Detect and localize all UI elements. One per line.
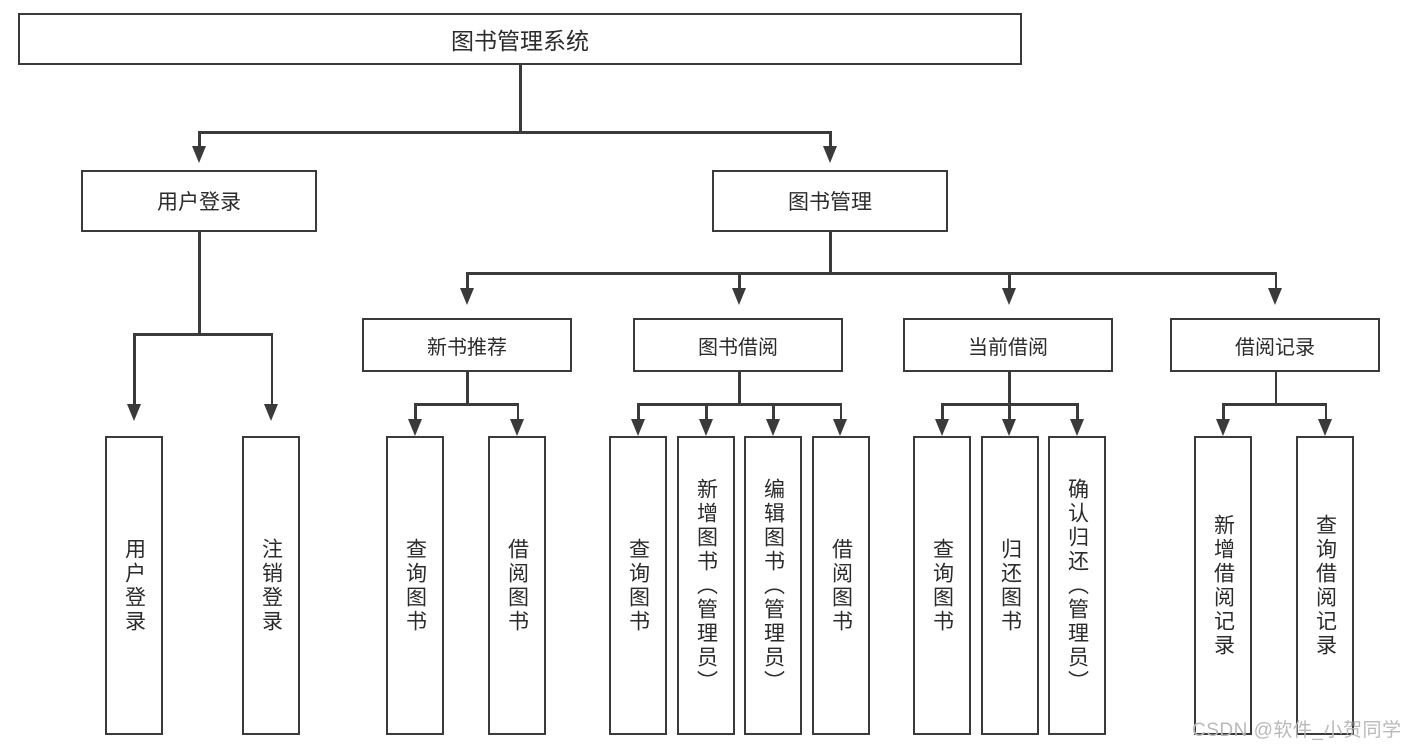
arrowhead-to-borrow-record bbox=[1268, 288, 1282, 305]
connector-current-drop-3 bbox=[1076, 403, 1079, 421]
connector-borrow-drop-2 bbox=[705, 403, 708, 421]
node-label: 注销登录 bbox=[259, 537, 283, 634]
arrowhead-borrow-leaf-4 bbox=[833, 419, 847, 436]
connector-borrow-drop-3 bbox=[772, 403, 775, 421]
node-label: 查询图书 bbox=[930, 537, 954, 634]
arrowhead-record-leaf-1 bbox=[1215, 419, 1230, 436]
node-label: 确认归还（管理员） bbox=[1065, 477, 1089, 694]
node-label: 查询图书 bbox=[626, 537, 650, 634]
node-label: 图书管理系统 bbox=[451, 28, 589, 54]
arrowhead-current-leaf-2 bbox=[1002, 419, 1016, 436]
node-label: 当前借阅 bbox=[968, 336, 1048, 359]
connector-root-stem bbox=[519, 65, 522, 133]
node-label: 查询图书 bbox=[403, 537, 427, 634]
node-root-system[interactable]: 图书管理系统 bbox=[18, 13, 1022, 65]
connector-l3-drop-3 bbox=[1008, 272, 1011, 290]
arrowhead-record-leaf-2 bbox=[1318, 419, 1332, 436]
connector-recommend-bus bbox=[414, 403, 519, 406]
leaf-recommend-borrow-book[interactable]: 借阅图书 bbox=[488, 436, 546, 735]
arrowhead-borrow-leaf-3 bbox=[766, 419, 780, 436]
leaf-current-query-book[interactable]: 查询图书 bbox=[913, 436, 971, 735]
node-book-borrow[interactable]: 图书借阅 bbox=[633, 318, 843, 372]
leaf-recommend-query-book[interactable]: 查询图书 bbox=[386, 436, 444, 735]
connector-root-drop-1 bbox=[198, 131, 201, 149]
node-book-management[interactable]: 图书管理 bbox=[712, 170, 948, 232]
connector-book-management-bus bbox=[466, 272, 1277, 275]
connector-root-drop-2 bbox=[829, 131, 832, 149]
arrowhead-current-leaf-3 bbox=[1069, 419, 1084, 436]
leaf-logout[interactable]: 注销登录 bbox=[242, 436, 300, 735]
connector-recommend-drop-2 bbox=[516, 403, 519, 421]
arrowhead-to-book-management bbox=[823, 146, 837, 163]
leaf-record-query-record[interactable]: 查询借阅记录 bbox=[1296, 436, 1354, 735]
arrowhead-to-user-login bbox=[192, 146, 206, 163]
arrowhead-borrow-leaf-1 bbox=[630, 419, 645, 436]
connector-borrow-drop-4 bbox=[839, 403, 842, 421]
arrowhead-to-book-borrow bbox=[732, 288, 746, 305]
connector-user-login-drop-1 bbox=[133, 333, 136, 405]
node-label: 新增图书（管理员） bbox=[694, 477, 718, 694]
arrowhead-to-new-book-recommend bbox=[459, 288, 474, 305]
arrowhead-recommend-leaf-2 bbox=[510, 419, 524, 436]
leaf-borrow-add-book[interactable]: 新增图书（管理员） bbox=[677, 436, 735, 735]
node-label: 新增借阅记录 bbox=[1211, 513, 1235, 658]
node-label: 借阅图书 bbox=[505, 537, 529, 634]
node-label: 图书管理 bbox=[788, 191, 872, 214]
connector-root-bus bbox=[198, 131, 831, 134]
leaf-record-add-record[interactable]: 新增借阅记录 bbox=[1194, 436, 1252, 735]
node-label: 借阅图书 bbox=[829, 537, 853, 634]
connector-record-stem bbox=[1274, 372, 1277, 405]
connector-recommend-stem bbox=[466, 372, 469, 405]
connector-book-management-stem bbox=[829, 232, 832, 274]
connector-record-drop-1 bbox=[1222, 403, 1225, 421]
connector-l3-drop-2 bbox=[738, 272, 741, 290]
leaf-borrow-borrow-book[interactable]: 借阅图书 bbox=[812, 436, 870, 735]
connector-borrow-stem bbox=[738, 372, 741, 405]
node-label: 图书借阅 bbox=[698, 336, 778, 359]
connector-user-login-bus bbox=[133, 333, 273, 336]
node-borrow-record[interactable]: 借阅记录 bbox=[1170, 318, 1380, 372]
node-label: 用户登录 bbox=[122, 537, 146, 634]
node-label: 用户登录 bbox=[157, 191, 241, 214]
connector-borrow-drop-1 bbox=[637, 403, 640, 421]
connector-record-bus bbox=[1222, 403, 1327, 406]
leaf-borrow-edit-book[interactable]: 编辑图书（管理员） bbox=[744, 436, 802, 735]
connector-record-drop-2 bbox=[1324, 403, 1327, 421]
leaf-user-login[interactable]: 用户登录 bbox=[105, 436, 163, 735]
leaf-borrow-query-book[interactable]: 查询图书 bbox=[609, 436, 667, 735]
arrowhead-to-current-borrow bbox=[1002, 288, 1016, 305]
arrowhead-to-leaf-user-login bbox=[126, 404, 141, 421]
node-current-borrow[interactable]: 当前借阅 bbox=[903, 318, 1113, 372]
leaf-current-return-book[interactable]: 归还图书 bbox=[981, 436, 1039, 735]
node-label: 借阅记录 bbox=[1235, 336, 1315, 359]
connector-borrow-bus bbox=[637, 403, 842, 406]
node-label: 编辑图书（管理员） bbox=[761, 477, 785, 694]
connector-user-login-drop-2 bbox=[270, 333, 273, 405]
connector-current-drop-1 bbox=[941, 403, 944, 421]
connector-l3-drop-1 bbox=[466, 272, 469, 290]
arrowhead-to-leaf-logout bbox=[264, 404, 278, 421]
csdn-watermark: CSDN @软件_小贺同学 bbox=[1192, 720, 1402, 741]
connector-recommend-drop-1 bbox=[414, 403, 417, 421]
node-label: 新书推荐 bbox=[427, 336, 507, 359]
leaf-current-confirm-return[interactable]: 确认归还（管理员） bbox=[1048, 436, 1106, 735]
arrowhead-current-leaf-1 bbox=[934, 419, 949, 436]
connector-user-login-stem bbox=[198, 232, 201, 335]
node-label: 归还图书 bbox=[998, 537, 1022, 634]
connector-current-stem bbox=[1008, 372, 1011, 405]
node-user-login[interactable]: 用户登录 bbox=[81, 170, 317, 232]
connector-current-drop-2 bbox=[1008, 403, 1011, 421]
connector-l3-drop-4 bbox=[1274, 272, 1277, 290]
node-label: 查询借阅记录 bbox=[1313, 513, 1337, 658]
arrowhead-borrow-leaf-2 bbox=[698, 419, 713, 436]
arrowhead-recommend-leaf-1 bbox=[407, 419, 422, 436]
node-new-book-recommend[interactable]: 新书推荐 bbox=[362, 318, 572, 372]
